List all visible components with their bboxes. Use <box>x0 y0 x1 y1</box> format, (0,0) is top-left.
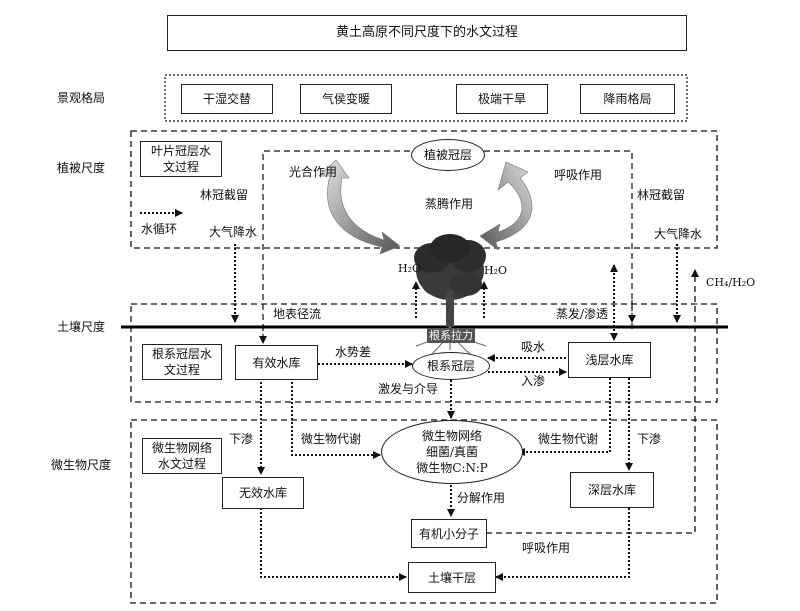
microbe-network-process-line2: 水文过程 <box>157 457 206 471</box>
effective-reservoir-box: 有效水库 <box>235 345 318 380</box>
water-potential-label: 水势差 <box>335 345 372 359</box>
surface-runoff-label: 地表径流 <box>273 307 322 321</box>
respiration-arrow <box>479 161 533 251</box>
photosynthesis-label: 光合作用 <box>289 165 338 179</box>
root-canopy-process-line1: 根系冠层水 <box>151 347 212 361</box>
legend-water-cycle-label: 水循环 <box>141 222 178 236</box>
scale-label-microbe: 微生物尺度 <box>51 458 112 472</box>
scale-label-soil: 土壤尺度 <box>57 320 106 334</box>
ch4-h2o-label: CH₄/H₂O <box>706 276 756 289</box>
ineffective-reservoir-box: 无效水库 <box>222 477 304 509</box>
scale-label-landscape: 景观格局 <box>57 91 106 105</box>
metabolism-right-label: 微生物代谢 <box>538 432 599 446</box>
soil-frame <box>130 303 718 403</box>
tree-illustration <box>414 234 487 357</box>
microbe-network-process-box: 微生物网络 水文过程 <box>142 438 222 474</box>
absorb-label: 吸水 <box>521 340 546 354</box>
shallow-reservoir-box: 浅层水库 <box>568 342 651 378</box>
decomposition-label: 分解作用 <box>457 491 506 505</box>
ineffective-to-dry-arrow <box>260 508 407 581</box>
metabolism-left-arrow <box>291 378 381 459</box>
interception-left-label: 林冠截留 <box>200 188 249 202</box>
seepage-right-label: 下渗 <box>637 432 662 446</box>
infiltrate-label: 入渗 <box>521 374 546 388</box>
leaf-canopy-process-box: 叶片冠层水 文过程 <box>140 141 222 177</box>
landscape-item-wet-dry: 干湿交替 <box>181 84 273 114</box>
photosynthesis-arrow <box>318 159 401 255</box>
respiration-microbe-label: 呼吸作用 <box>522 541 571 555</box>
leaf-canopy-process-line2: 文过程 <box>162 160 199 174</box>
landscape-item-drought: 极端干旱 <box>456 84 548 114</box>
root-canopy-process-line2: 文过程 <box>163 363 200 377</box>
metabolism-right-arrow <box>517 378 611 456</box>
scale-label-vegetation: 植被尺度 <box>57 161 106 175</box>
evaporation-infiltration-label: 蒸发/渗透 <box>556 307 609 321</box>
root-canopy-ellipse: 根系冠层 <box>412 352 490 380</box>
soil-dry-layer-box: 土壤干层 <box>408 562 496 593</box>
rain-right-label: 大气降水 <box>654 227 703 241</box>
leaf-canopy-process-line1: 叶片冠层水 <box>150 144 211 158</box>
seepage-left-label: 下渗 <box>229 432 254 446</box>
metabolism-left-label: 微生物代谢 <box>301 432 362 446</box>
h2o-right-label: H₂O <box>484 264 508 277</box>
landscape-item-warming: 气侯变暖 <box>300 84 392 114</box>
microbe-network-process-line1: 微生物网络 <box>151 441 212 455</box>
transpiration-label: 蒸腾作用 <box>425 197 474 211</box>
h2o-left-label: H₂O <box>398 262 422 275</box>
microbe-network-line3: 微生物C:N:P <box>416 461 488 475</box>
diagram-title: 黄土高原不同尺度下的水文过程 <box>167 15 687 51</box>
microbe-frame <box>130 419 718 604</box>
deep-to-dry-arrow <box>495 508 630 581</box>
root-pull-label: 根系拉力 <box>427 328 475 343</box>
deep-reservoir-box: 深层水库 <box>570 472 654 508</box>
vegetation-canopy-ellipse: 植被冠层 <box>411 139 485 171</box>
microbe-network-line2: 细菌/真菌 <box>425 445 479 459</box>
ch4-h2o-arrow <box>486 269 699 534</box>
landscape-item-rainfall: 降雨格局 <box>580 84 675 114</box>
root-canopy-process-box: 根系冠层水 文过程 <box>142 344 222 380</box>
microbe-network-line1: 微生物网络 <box>421 429 482 443</box>
interception-right-label: 林冠截留 <box>637 188 686 202</box>
excite-mediate-label: 激发与介导 <box>378 382 439 396</box>
landscape-group-border <box>164 74 688 122</box>
small-molecules-box: 有机小分子 <box>411 519 487 548</box>
microbe-network-ellipse: 微生物网络 细菌/真菌 微生物C:N:P <box>381 420 523 484</box>
respiration-veg-label: 呼吸作用 <box>554 168 603 182</box>
rain-left-label: 大气降水 <box>209 225 258 239</box>
